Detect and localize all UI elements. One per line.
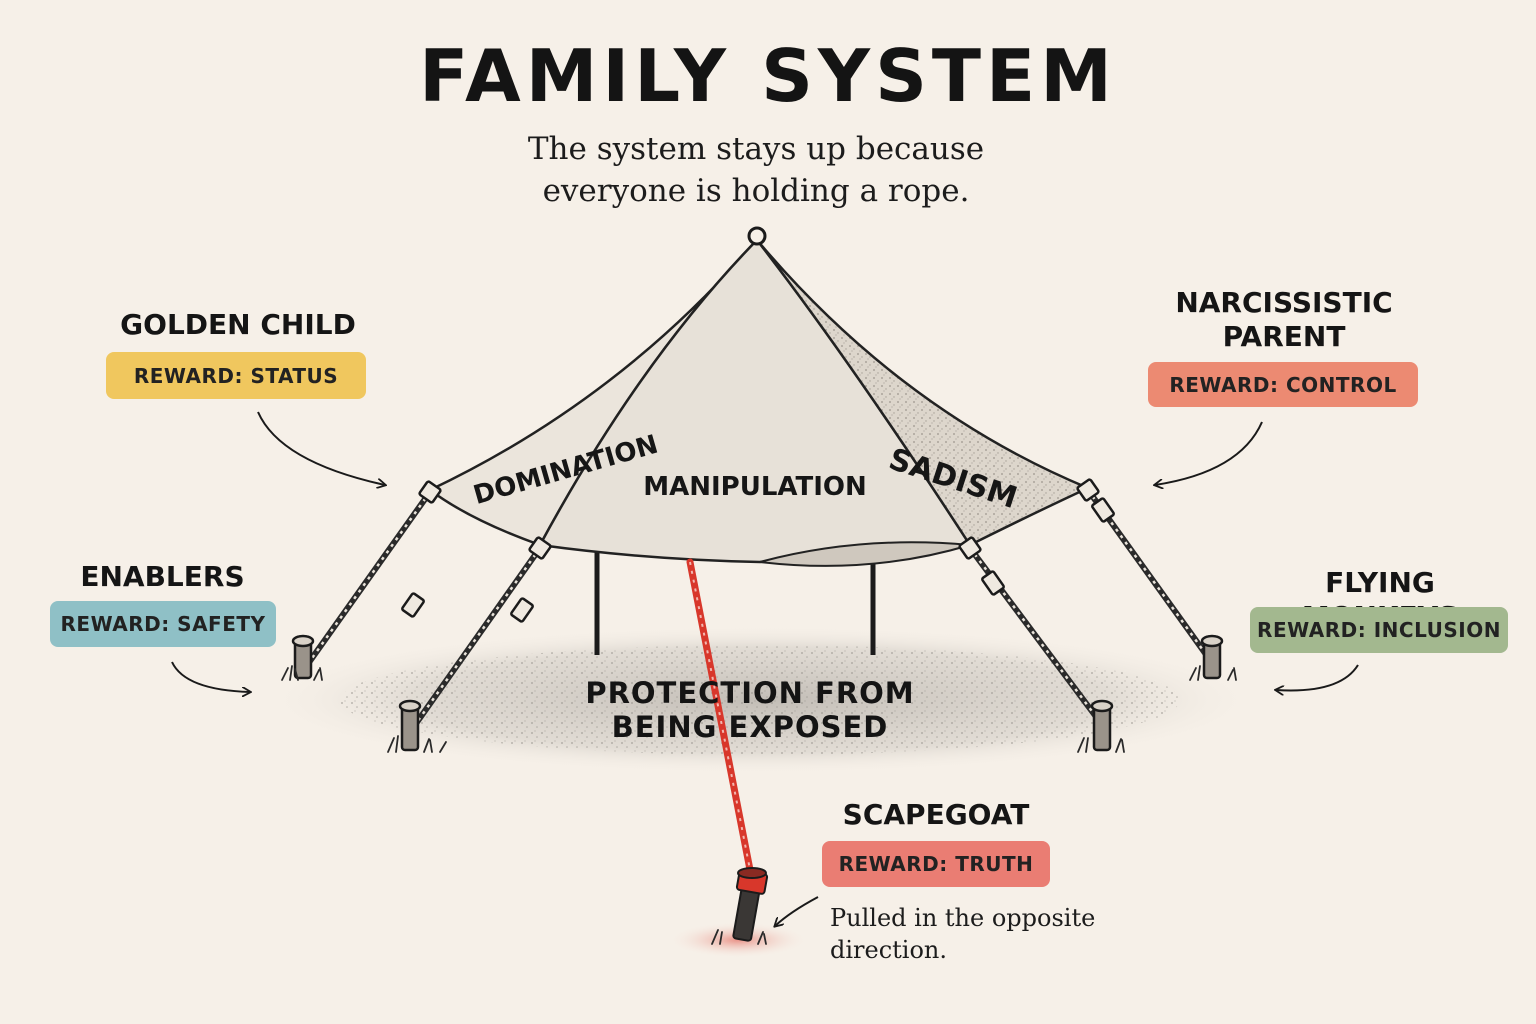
- role-narcissistic-parent-line-1: NARCISSISTIC: [1175, 286, 1393, 319]
- ground-texture: [340, 645, 1180, 755]
- subtitle: The system stays up because everyone is …: [0, 128, 1512, 212]
- badge-golden-child-reward: REWARD: STATUS: [106, 352, 366, 399]
- arrow-narcissistic-parent: [1155, 421, 1263, 485]
- role-enablers: ENABLERS: [80, 560, 245, 593]
- tent-top-finial: [747, 226, 767, 246]
- scapegoat-ground-spot: [668, 922, 808, 958]
- arrow-scapegoat: [775, 896, 819, 926]
- subtitle-line-1: The system stays up because: [527, 131, 985, 167]
- scapegoat-note: Pulled in the opposite direction.: [830, 902, 1150, 966]
- badge-enablers-reward: REWARD: SAFETY: [50, 601, 276, 647]
- subtitle-line-2: everyone is holding a rope.: [542, 173, 970, 209]
- arrow-enablers: [171, 661, 250, 692]
- badge-flying-monkeys-reward: REWARD: INCLUSION: [1250, 607, 1508, 653]
- badge-narcissistic-parent-reward: REWARD: CONTROL: [1148, 362, 1418, 407]
- rope-scapegoat: [686, 558, 756, 884]
- badge-scapegoat-reward: REWARD: TRUTH: [822, 841, 1050, 887]
- rope-golden-child: [302, 489, 433, 671]
- role-golden-child: GOLDEN CHILD: [120, 308, 356, 341]
- diagram-title: FAMILY SYSTEM: [419, 34, 1117, 118]
- role-narcissistic-parent: NARCISSISTIC PARENT: [1150, 286, 1418, 354]
- canopy-panel-right: [756, 239, 1092, 547]
- role-scapegoat: SCAPEGOAT: [842, 798, 1030, 831]
- role-narcissistic-parent-line-2: PARENT: [1222, 320, 1346, 353]
- arrow-golden-child: [257, 411, 385, 485]
- ground-label-line-1: PROTECTION FROM: [585, 676, 915, 710]
- tent-stakes: [291, 634, 1224, 752]
- arrow-flying-monkeys: [1276, 664, 1359, 690]
- ground-label: PROTECTION FROM BEING EXPOSED: [560, 676, 940, 744]
- scapegoat-note-line-2: direction.: [830, 936, 948, 964]
- scapegoat-note-line-1: Pulled in the opposite: [830, 904, 1096, 932]
- canopy-label-manipulation: MANIPULATION: [643, 472, 867, 502]
- ground-label-line-2: BEING EXPOSED: [611, 710, 889, 744]
